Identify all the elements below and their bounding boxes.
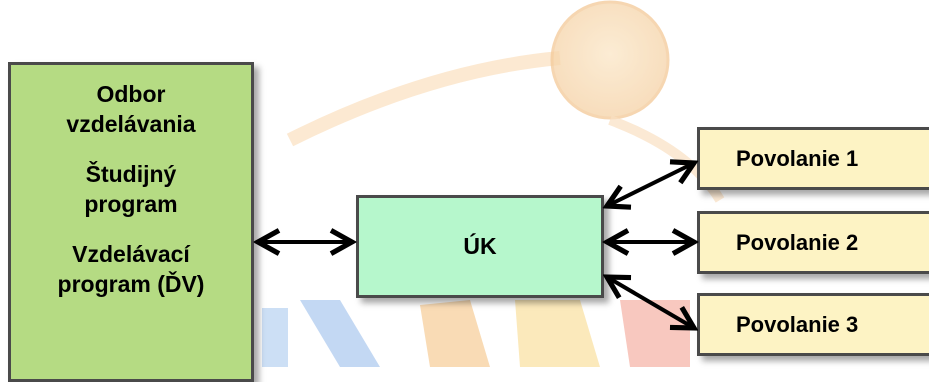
study-program-line-1: Študijný	[85, 161, 177, 187]
department-label: Odbor vzdelávania	[66, 79, 195, 139]
department-line-1: Odbor	[96, 81, 166, 107]
watermark-letter-blue-left	[262, 308, 288, 367]
center-box-label: ÚK	[463, 233, 497, 259]
watermark-letter-red	[620, 300, 690, 367]
occupation-box-3: Povolanie 3	[697, 293, 929, 356]
watermark-letter-blue-n	[300, 300, 380, 367]
watermark-letter-orange	[420, 300, 490, 367]
occupation-label-3: Povolanie 3	[736, 311, 859, 337]
watermark-sun	[550, 0, 670, 120]
center-box: ÚK	[356, 195, 604, 298]
occupation-label-1: Povolanie 1	[736, 145, 859, 171]
study-program-line-2: program	[84, 191, 178, 217]
education-program-label: Vzdelávací program (ĎV)	[58, 239, 205, 299]
education-program-line-1: Vzdelávací	[72, 241, 190, 267]
education-program-line-2: program (ĎV)	[57, 271, 205, 297]
occupation-box-2: Povolanie 2	[697, 211, 929, 274]
occupation-box-1: Povolanie 1	[697, 127, 929, 190]
department-line-2: vzdelávania	[66, 111, 196, 137]
watermark-arc	[286, 51, 561, 147]
study-program-label: Študijný program	[84, 159, 177, 219]
watermark-letter-yellow	[515, 300, 600, 367]
occupation-label-2: Povolanie 2	[736, 229, 859, 255]
department-box: Odbor vzdelávania Študijný program Vzdel…	[8, 62, 254, 382]
